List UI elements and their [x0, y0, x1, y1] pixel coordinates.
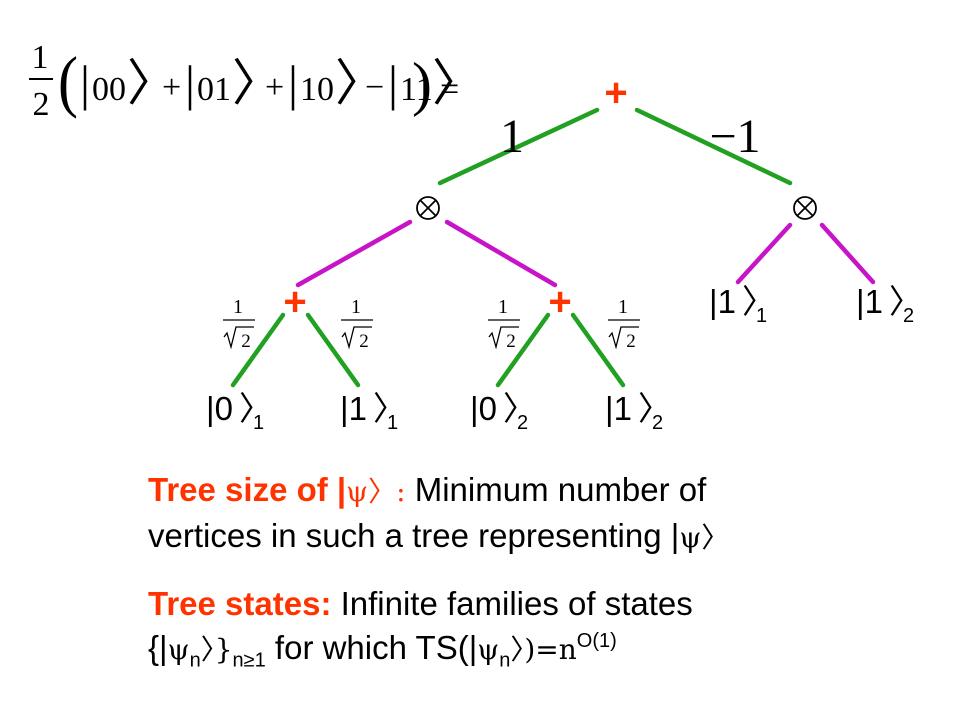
weight-4: 1 2: [608, 296, 640, 352]
ket-bar: |: [185, 55, 195, 111]
svg-text:2: 2: [506, 331, 516, 352]
root-left-weight: 1: [500, 110, 524, 163]
leaf-right-2: |1 〉 2: [856, 282, 922, 327]
edge-plus1-left: [230, 312, 286, 388]
leaf-bottom-3: |0 〉 2: [470, 389, 536, 434]
ket-value: 11: [400, 71, 433, 108]
term-tree-size: Tree size of |ψ〉:: [148, 471, 406, 508]
equation-sign: −: [365, 69, 384, 106]
definition-tree-states: Tree states: Infinite families of states…: [148, 582, 948, 672]
svg-text:〉: 〉: [239, 389, 272, 428]
svg-text:〉: 〉: [742, 282, 775, 321]
ket-bar: |: [80, 55, 90, 111]
edge-root-left: [437, 107, 600, 186]
svg-text:1: 1: [498, 296, 508, 318]
equation-open-paren: (: [58, 42, 78, 120]
tree-edges: [230, 107, 876, 388]
edge-plus2-left: [495, 312, 551, 388]
weight-1: 1 2: [223, 296, 255, 352]
tensor-node-left: [416, 196, 440, 220]
svg-text:〉: 〉: [503, 389, 536, 428]
svg-text:|1: |1: [856, 283, 883, 320]
ket-angle: 〉: [432, 55, 482, 111]
svg-text:|0: |0: [470, 390, 497, 427]
edge-tensor-left-to-plus2: [444, 219, 558, 288]
equation-sign: +: [265, 69, 284, 106]
edge-plus1-right: [305, 312, 361, 388]
svg-text:|0: |0: [206, 390, 233, 427]
svg-text:2: 2: [517, 412, 528, 434]
definition-tree-size-line1: Tree size of |ψ〉: Minimum number of: [148, 468, 948, 514]
equation-equals: =: [440, 71, 459, 108]
svg-text:|1: |1: [605, 390, 632, 427]
svg-text:2: 2: [652, 412, 663, 434]
equation-term-01: | 01 〉: [185, 55, 282, 111]
definition-tree-size-line2: vertices in such a tree representing |ψ〉: [148, 517, 730, 554]
equation-frac-den: 2: [33, 86, 50, 123]
leaf-right-1: |1 〉 1: [709, 282, 775, 327]
svg-text:2: 2: [626, 331, 636, 352]
svg-text:〉: 〉: [889, 282, 922, 321]
ket-angle: 〉: [127, 55, 177, 111]
edge-root-right: [634, 107, 793, 186]
leaf-bottom-4: |1 〉 2: [605, 389, 671, 434]
weight-3: 1 2: [488, 296, 520, 352]
term-tree-states: Tree states:: [148, 585, 332, 622]
tensor-node-right: [793, 196, 817, 220]
equation-frac-num: 1: [32, 39, 49, 76]
plus-node-left: +: [283, 280, 306, 324]
definition-tree-states-line2: {|ψn〉}n≥1 for which TS(|ψn〉)=nO(1): [148, 629, 617, 672]
leaf-bottom-1: |0 〉 1: [206, 389, 272, 434]
ket-value: 00: [92, 71, 126, 108]
svg-text:1: 1: [387, 412, 398, 434]
root-plus-node: +: [604, 71, 627, 115]
svg-text:2: 2: [241, 331, 251, 352]
svg-text:1: 1: [233, 296, 243, 318]
edge-tensor-right-to-leaf1: [735, 222, 793, 285]
svg-text:1: 1: [351, 296, 361, 318]
definition-tree-size: Tree size of |ψ〉: Minimum number of vert…: [148, 468, 948, 560]
edge-plus2-right: [570, 312, 626, 388]
equation: 1 2 ( | 00 〉 + | 01 〉 + | 10 〉 − | 11 〉 …: [29, 39, 482, 123]
root-right-weight: −1: [709, 110, 760, 163]
leaf-bottom-2: |1 〉 1: [340, 389, 406, 434]
definition-body: Infinite families of states: [331, 585, 693, 622]
ket-bar: |: [288, 55, 298, 111]
definition-tree-states-line1: Tree states: Infinite families of states: [148, 582, 948, 626]
equation-term-10: | 10 〉: [288, 55, 385, 111]
svg-text:|1: |1: [709, 283, 736, 320]
weight-inv-sqrt2: 1 2 1 2 1 2 1 2: [223, 296, 640, 352]
definition-body: Minimum number of: [405, 471, 707, 508]
equation-sign: +: [162, 69, 181, 106]
ket-value: 01: [197, 71, 231, 108]
svg-text:|1: |1: [340, 390, 367, 427]
equation-term-11: | 11 〉: [388, 55, 482, 111]
svg-text:〉: 〉: [638, 389, 671, 428]
ket-angle: 〉: [335, 55, 385, 111]
edge-tensor-right-to-leaf2: [819, 222, 876, 285]
svg-text:1: 1: [756, 305, 767, 327]
plus-node-middle: +: [548, 280, 571, 324]
equation-term-00: | 00 〉: [80, 55, 177, 111]
weight-2: 1 2: [341, 296, 373, 352]
equation-close-paren: ): [412, 51, 432, 117]
ket-angle: 〉: [232, 55, 282, 111]
svg-text:2: 2: [359, 331, 369, 352]
svg-text:1: 1: [618, 296, 628, 318]
svg-text:1: 1: [253, 412, 264, 434]
svg-text:〉: 〉: [373, 389, 406, 428]
ket-value: 10: [300, 71, 334, 108]
ket-bar: |: [388, 55, 398, 111]
svg-text:2: 2: [903, 305, 914, 327]
edge-tensor-left-to-plus1: [295, 219, 413, 288]
